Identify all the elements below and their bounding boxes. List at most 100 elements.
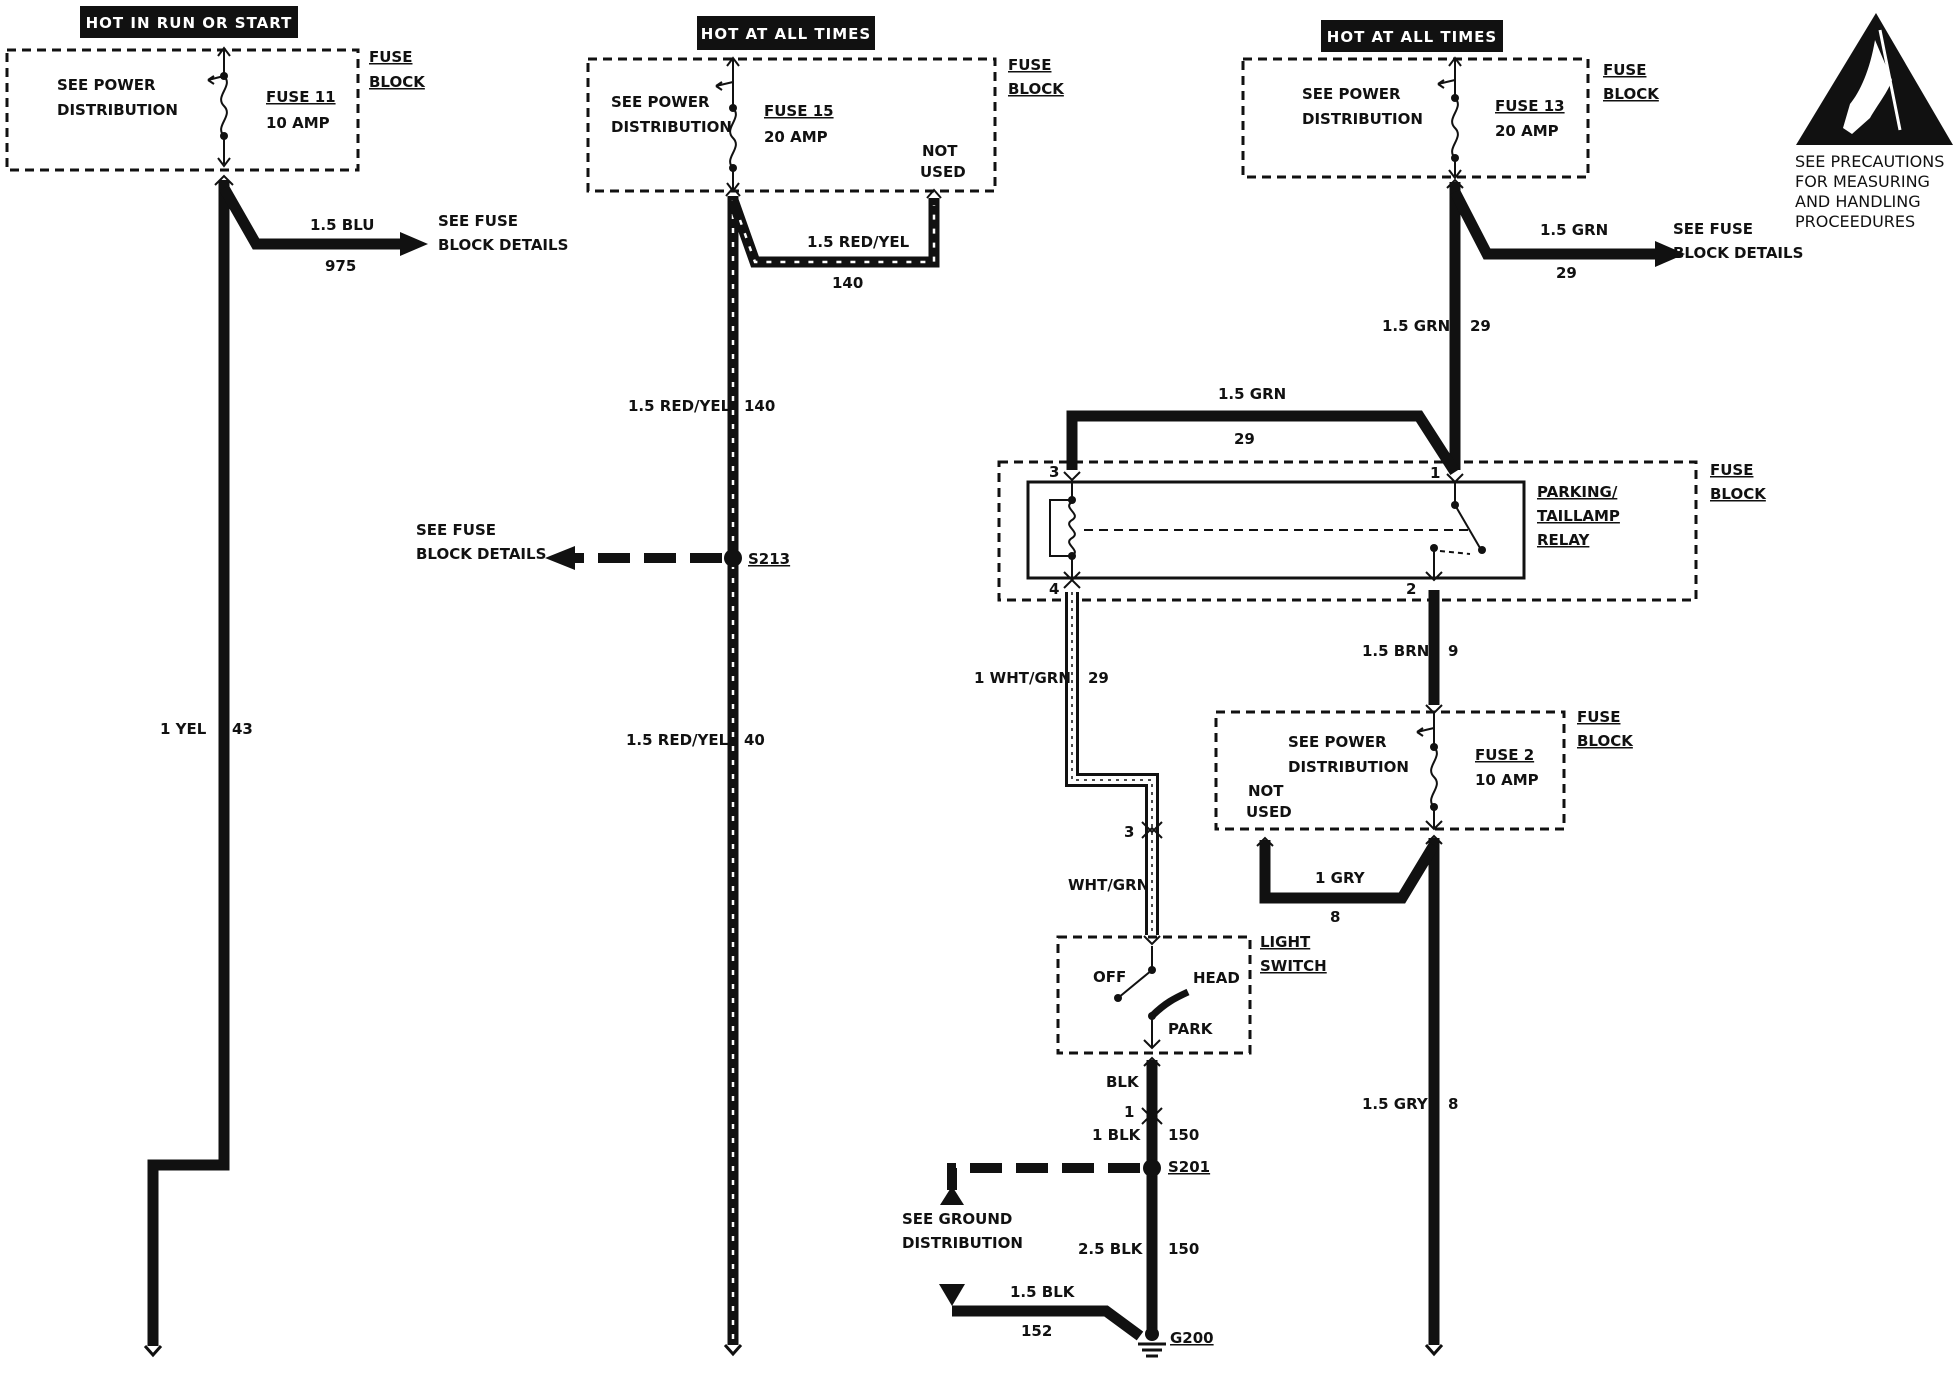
fuse-details-ref-3b: BLOCK DETAILS [1673,244,1803,262]
fuse-2-dist: DISTRIBUTION [1288,758,1409,776]
wire-yel-number: 43 [232,720,253,738]
wire-grn-vertical-label: 1.5 GRN [1382,317,1450,335]
relay-pin-3: 3 [1049,463,1059,481]
fuse-2-box: SEE POWER DISTRIBUTION FUSE 2 10 AMP NOT… [1214,708,1634,831]
wire-gry-top-number: 8 [1330,908,1340,926]
circuit-blk: BLK 1 1 BLK 150 S201 SEE GROUND DISTRIBU… [902,1056,1214,1358]
fuse-details-ref-1b: BLOCK DETAILS [438,236,568,254]
wire-brn-number: 9 [1448,642,1458,660]
relay-block-2: BLOCK [1710,485,1767,503]
fuse-details-ref-3a: SEE FUSE [1673,220,1753,238]
circuit-red-yel: 1.5 RED/YEL 140 1.5 RED/YEL 140 1.5 RED/… [416,186,942,1357]
wire-25blk-label: 2.5 BLK [1078,1240,1144,1258]
fuse-11-label: FUSE 11 [266,88,336,106]
wire-grn-right-number: 29 [1556,264,1577,282]
fuse-2-block1: FUSE [1577,708,1620,726]
fuse-15-label: FUSE 15 [764,102,834,120]
circuit-brn-9: 1.5 BRN 9 [1362,590,1458,715]
fuse-2-symbol [1416,712,1443,831]
fuse-11-symbol [207,46,231,168]
fuse-13-dist: DISTRIBUTION [1302,110,1423,128]
splice-s213-dot [724,549,742,567]
wire-whtgrn2-label: WHT/GRN [1068,876,1149,894]
header-middle-text: HOT AT ALL TIMES [701,25,871,43]
relay-switch-symbol [1425,473,1486,582]
connector-1-label: 1 [1124,1103,1134,1121]
header-right-text: HOT AT ALL TIMES [1327,28,1497,46]
wire-gry-vertical-label: 1.5 GRY [1362,1095,1429,1113]
connector-3-label: 3 [1124,823,1134,841]
fuse-2-not: NOT [1248,782,1284,800]
precautions-line-1: SEE PRECAUTIONS [1795,152,1944,171]
relay-label-3: RELAY [1537,531,1591,549]
wire-gry-top-label: 1 GRY [1315,869,1366,887]
fuse-11-see: SEE POWER [57,76,156,94]
relay-coil-symbol [1049,471,1470,582]
fuse-2-label: FUSE 2 [1475,746,1534,764]
wire-ry-top-label: 1.5 RED/YEL [807,233,910,251]
light-switch-symbol [1114,946,1190,1050]
wire-blu-number: 975 [325,257,356,275]
relay-label-1: PARKING/ [1537,483,1618,501]
wire-brn-label: 1.5 BRN [1362,642,1429,660]
light-switch-label-1: LIGHT [1260,933,1311,951]
light-switch-head: HEAD [1193,969,1240,987]
fuse-15-symbol [715,56,740,193]
esd-warning-icon [1796,13,1953,145]
relay-block-1: FUSE [1710,461,1753,479]
ground-g200-label: G200 [1170,1329,1214,1347]
header-hot-in-run-text: HOT IN RUN OR START [86,14,293,32]
ground-wire-arrow-icon [939,1284,965,1306]
parking-taillamp-relay: 3 1 4 2 PARKING/ TAILLAMP RELAY FUSE BLO… [997,460,1767,602]
fuse-2-block2: BLOCK [1577,732,1634,750]
wire-whtgrn-label: 1 WHT/GRN [974,669,1071,687]
fuse-13-label: FUSE 13 [1495,97,1565,115]
wire-gry-vertical-number: 8 [1448,1095,1458,1113]
fuse-11-block2: BLOCK [369,73,426,91]
fuse-details-ref-1a: SEE FUSE [438,212,518,230]
wire-grn-top-label: 1.5 GRN [1218,385,1286,403]
wire-ry-low-number: 40 [744,731,765,749]
precautions-line-4: PROCEEDURES [1795,212,1915,231]
fuse-details-ref-2a: SEE FUSE [416,521,496,539]
wire-15blk-label: 1.5 BLK [1010,1283,1076,1301]
splice-s213-label: S213 [748,550,790,568]
fuse-11-box: SEE POWER DISTRIBUTION FUSE 11 10 AMP FU… [5,46,426,172]
fuse-15-dist: DISTRIBUTION [611,118,732,136]
circuit-wht-grn: 1 WHT/GRN 29 3 WHT/GRN [974,578,1163,946]
wire-ry-mid-label: 1.5 RED/YEL [628,397,731,415]
fuse-15-amp: 20 AMP [764,128,828,146]
wire-blu-label: 1.5 BLU [310,216,374,234]
wire-ry-top-number: 140 [832,274,863,292]
fuse-11-dist: DISTRIBUTION [57,101,178,119]
precautions-warning: SEE PRECAUTIONS FOR MEASURING AND HANDLI… [1795,13,1953,231]
ground-ref-arrow-icon [940,1186,964,1205]
fuse-15-used: USED [920,163,966,181]
fuse-2-see: SEE POWER [1288,733,1387,751]
fuse-15-see: SEE POWER [611,93,710,111]
ground-ref-a: SEE GROUND [902,1210,1012,1228]
relay-pin-2: 2 [1406,580,1416,598]
wire-1blk-number: 150 [1168,1126,1199,1144]
fuse-13-box: SEE POWER DISTRIBUTION FUSE 13 20 AMP FU… [1241,56,1660,180]
circuit-gry-8: 1 GRY 8 1.5 GRY 8 [1256,834,1458,1357]
precautions-line-2: FOR MEASURING [1795,172,1930,191]
fuse-13-block2: BLOCK [1603,85,1660,103]
ground-ref-b: DISTRIBUTION [902,1234,1023,1252]
wire-1blk-label: 1 BLK [1092,1126,1142,1144]
wire-whtgrn-number: 29 [1088,669,1109,687]
wire-grn-top-number: 29 [1234,430,1255,448]
fuse-2-used: USED [1246,803,1292,821]
fuse-15-box: SEE POWER DISTRIBUTION FUSE 15 20 AMP NO… [586,56,1065,193]
fuse-13-see: SEE POWER [1302,85,1401,103]
fuse-13-amp: 20 AMP [1495,122,1559,140]
relay-label-2: TAILLAMP [1537,507,1620,525]
fuse-11-block1: FUSE [369,48,412,66]
wire-blk-label: BLK [1106,1073,1140,1091]
ground-g200-icon [1138,1327,1166,1358]
circuit-yel-43: 1.5 BLU 975 SEE FUSE BLOCK DETAILS 1 YEL… [143,174,568,1358]
header-hot-at-all-times-right: HOT AT ALL TIMES [1321,20,1503,52]
wire-ry-mid-number: 140 [744,397,775,415]
relay-pin-1: 1 [1430,464,1440,482]
